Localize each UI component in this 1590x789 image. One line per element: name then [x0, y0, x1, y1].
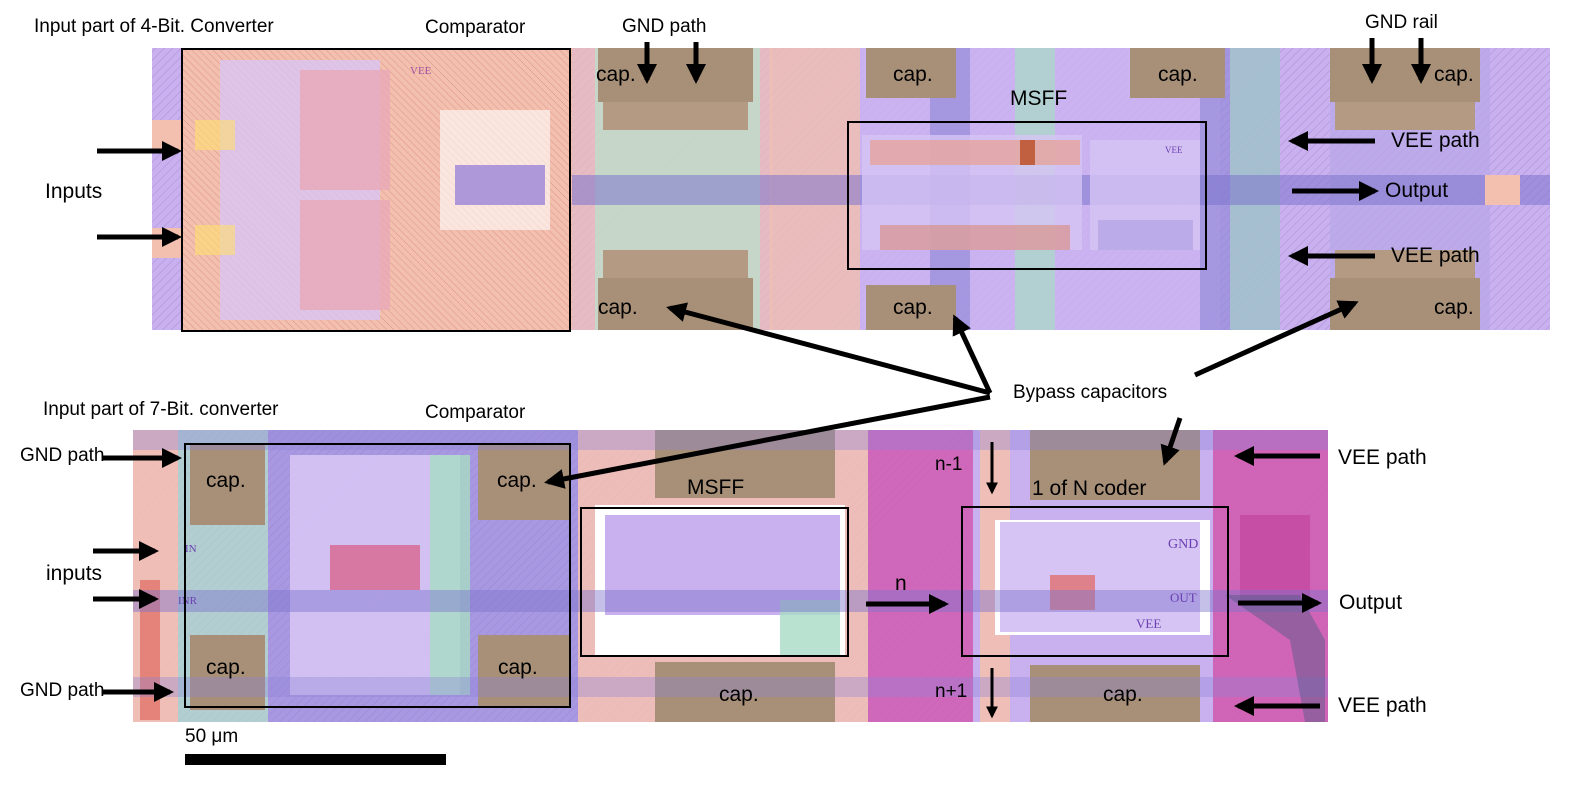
top-title: Input part of 4-Bit. Converter — [34, 16, 274, 37]
bottom-cap-6: cap. — [1103, 683, 1143, 706]
bottom-output-label: Output — [1339, 591, 1403, 614]
top-cap-5: cap. — [598, 296, 638, 319]
bottom-comparator-label: Comparator — [425, 402, 526, 423]
bottom-layout: GND OUT VEE IN INR — [133, 430, 1328, 722]
top-cap-2: cap. — [893, 63, 933, 86]
top-msff-box — [847, 121, 1207, 270]
top-comparator-box — [181, 48, 571, 332]
layout-gnd-text: GND — [1168, 537, 1198, 552]
top-layout-vee-text-2: VEE — [410, 65, 432, 77]
top-vee-path-2: VEE path — [1391, 244, 1480, 267]
top-inputs-label: Inputs — [45, 180, 103, 203]
bottom-msff-label: MSFF — [687, 476, 745, 499]
bottom-vee-path-1: VEE path — [1338, 446, 1427, 469]
bottom-comparator-box — [184, 443, 571, 708]
top-gnd-path-label: GND path — [622, 16, 707, 37]
annotation-arrows — [93, 38, 1431, 719]
bottom-cap-1: cap. — [206, 469, 246, 492]
coder-label: 1 of N coder — [1032, 477, 1147, 500]
bottom-cap-2: cap. — [497, 469, 537, 492]
bottom-cap-3: cap. — [206, 656, 246, 679]
bottom-gnd-path-1: GND path — [20, 445, 105, 466]
n-minus-1-label: n-1 — [935, 454, 963, 475]
top-vee-path-1: VEE path — [1391, 129, 1480, 152]
top-cap-7: cap. — [1434, 296, 1474, 319]
bypass-capacitors-label: Bypass capacitors — [1013, 382, 1168, 403]
top-layout-vee-text: VEE — [1165, 145, 1183, 155]
bottom-title: Input part of 7-Bit. converter — [43, 399, 279, 420]
n-plus-1-label: n+1 — [935, 681, 968, 702]
n-label: n — [895, 572, 907, 595]
layout-out-text: OUT — [1170, 590, 1197, 605]
top-cap-1: cap. — [596, 63, 636, 86]
top-msff-label: MSFF — [1010, 87, 1068, 110]
bottom-cap-4: cap. — [498, 656, 538, 679]
top-cap-3: cap. — [1158, 63, 1198, 86]
scale-label: 50 μm — [185, 726, 239, 747]
coder-box — [961, 506, 1229, 657]
top-gnd-rail-label: GND rail — [1365, 12, 1438, 33]
layout-inr-text: INR — [178, 595, 198, 607]
bottom-msff-box — [580, 507, 849, 657]
bottom-inputs-label: inputs — [46, 562, 103, 585]
bottom-vee-path-2: VEE path — [1338, 694, 1427, 717]
bottom-gnd-path-2: GND path — [20, 680, 105, 701]
top-comparator-label: Comparator — [425, 17, 526, 38]
top-cap-6: cap. — [893, 296, 933, 319]
top-cap-4: cap. — [1434, 63, 1474, 86]
scale-bar — [185, 754, 446, 765]
layout-in-text: IN — [185, 543, 197, 555]
bottom-cap-5: cap. — [719, 683, 759, 706]
layout-vee-text: VEE — [1136, 616, 1161, 631]
top-output-label: Output — [1385, 179, 1449, 202]
